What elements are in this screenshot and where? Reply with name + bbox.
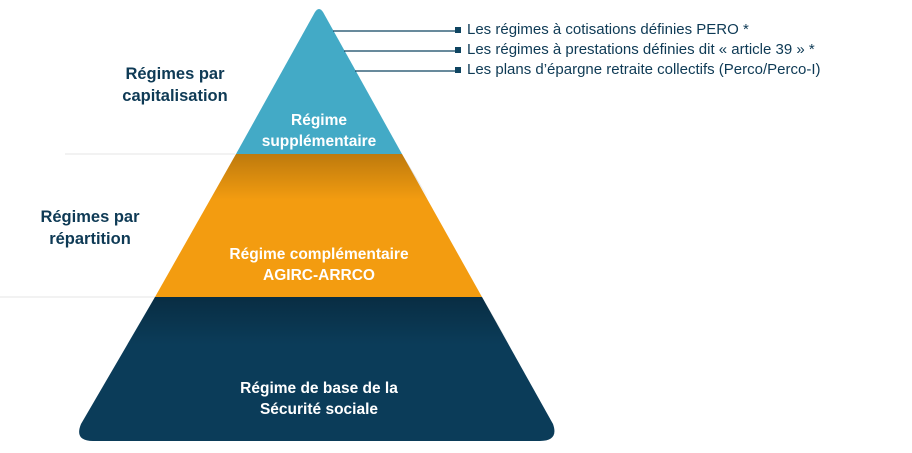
tier-top-line2: supplémentaire xyxy=(261,133,377,150)
square-bullet-icon xyxy=(455,47,461,53)
list-item-text: Les plans d’épargne retraite collectifs … xyxy=(467,61,821,78)
label-repartition: Régimes par répartition xyxy=(15,206,165,250)
tier-middle-label: Régime complémentaire AGIRC-ARRCO xyxy=(169,244,469,286)
square-bullet-icon xyxy=(455,27,461,33)
square-bullet-icon xyxy=(455,67,461,73)
tier-top-label: Régime supplémentaire xyxy=(219,110,419,152)
tier-bottom-label: Régime de base de la Sécurité sociale xyxy=(169,378,469,420)
label-capitalisation-line2: capitalisation xyxy=(122,87,228,105)
tier-middle-shading xyxy=(210,154,430,200)
tier-bottom-line2: Sécurité sociale xyxy=(259,401,379,418)
label-repartition-line2: répartition xyxy=(49,230,131,248)
list-item: Les plans d’épargne retraite collectifs … xyxy=(455,60,821,80)
tier-top-shape xyxy=(236,9,402,154)
list-item-text: Les régimes à cotisations définies PERO … xyxy=(467,21,749,38)
label-capitalisation-line1: Régimes par xyxy=(125,65,225,83)
label-capitalisation: Régimes par capitalisation xyxy=(95,63,255,107)
supplementary-list: Les régimes à cotisations définies PERO … xyxy=(455,20,821,80)
list-item-text: Les régimes à prestations définies dit «… xyxy=(467,41,815,58)
tier-middle-line1: Régime complémentaire xyxy=(229,246,409,263)
list-item: Les régimes à prestations définies dit «… xyxy=(455,40,821,60)
list-item: Les régimes à cotisations définies PERO … xyxy=(455,20,821,40)
tier-bottom-shading xyxy=(128,297,510,345)
tier-bottom-line1: Régime de base de la xyxy=(240,380,398,397)
label-repartition-line1: Régimes par xyxy=(40,208,140,226)
tier-top-line1: Régime xyxy=(291,112,347,129)
tier-middle-line2: AGIRC-ARRCO xyxy=(263,267,375,284)
